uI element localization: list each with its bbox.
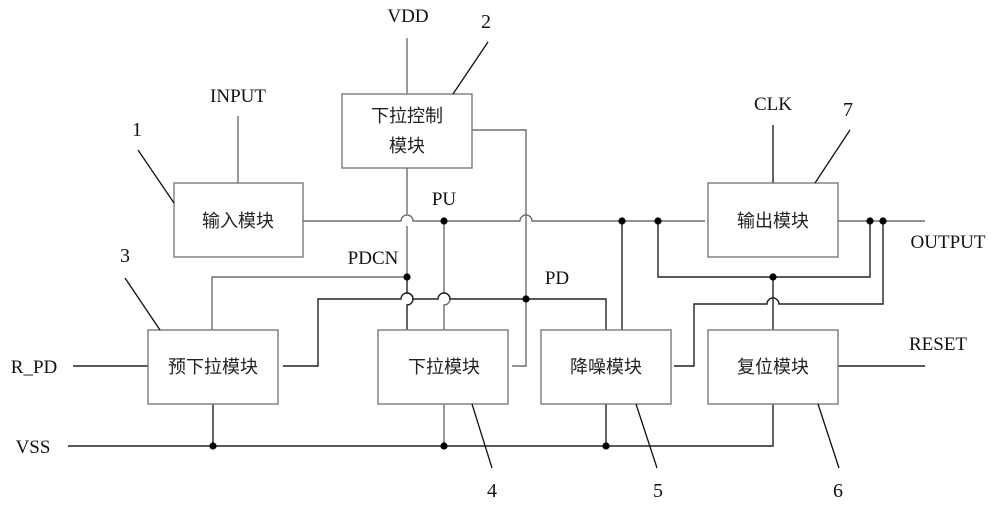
ref-number-7: 7 bbox=[843, 99, 853, 121]
junction-dot bbox=[209, 442, 216, 449]
vss-label: VSS bbox=[16, 437, 51, 458]
ref-number-2: 2 bbox=[481, 11, 491, 33]
vss-wire bbox=[68, 404, 773, 446]
vdd-label: VDD bbox=[387, 6, 428, 27]
pre-pull-down-module-label: 预下拉模块 bbox=[168, 357, 258, 378]
junction-dot bbox=[618, 217, 625, 224]
pull-down-module-label: 下拉模块 bbox=[408, 357, 480, 378]
reset-label: RESET bbox=[909, 334, 967, 355]
leader-line-2 bbox=[453, 42, 488, 94]
pdcn-to-pull-down-wire bbox=[407, 276, 413, 330]
ref-number-4: 4 bbox=[487, 480, 497, 502]
output-label: OUTPUT bbox=[911, 232, 986, 253]
junction-dot bbox=[654, 217, 661, 224]
junction-dot bbox=[440, 442, 447, 449]
pdcn-label: PDCN bbox=[348, 248, 399, 269]
pu-to-pull-down-wire bbox=[444, 221, 450, 330]
leader-line-4 bbox=[472, 404, 492, 468]
r-pd-label: R_PD bbox=[11, 357, 57, 378]
input-label: INPUT bbox=[210, 86, 266, 107]
pu-label: PU bbox=[432, 189, 457, 210]
ref-number-3: 3 bbox=[120, 245, 130, 267]
reset-module-label: 复位模块 bbox=[737, 357, 809, 378]
junction-dot bbox=[769, 273, 776, 280]
noise-reduction-module-label: 降噪模块 bbox=[570, 357, 642, 378]
leader-line-1 bbox=[138, 150, 174, 203]
pdcn-wire bbox=[212, 277, 407, 330]
junction-dot bbox=[403, 273, 410, 280]
junction-dot bbox=[602, 442, 609, 449]
leader-line-3 bbox=[125, 278, 160, 330]
junction-dot bbox=[866, 217, 873, 224]
clk-label: CLK bbox=[754, 94, 792, 115]
output-module: 输出模块 bbox=[708, 183, 838, 257]
pull-down-control-label-line2: 模块 bbox=[389, 136, 425, 157]
input-module-label: 输入模块 bbox=[202, 211, 274, 232]
pull-down-module: 下拉模块 bbox=[378, 330, 508, 404]
leader-line-5 bbox=[636, 404, 657, 468]
ref-number-6: 6 bbox=[833, 480, 843, 502]
pre-pull-down-module: 预下拉模块 bbox=[148, 330, 278, 404]
pd-label: PD bbox=[545, 268, 569, 289]
ref-number-1: 1 bbox=[132, 119, 142, 141]
junction-dot bbox=[879, 217, 886, 224]
leader-line-7 bbox=[815, 130, 850, 183]
input-module: 输入模块 bbox=[174, 183, 303, 257]
reset-module: 复位模块 bbox=[708, 330, 838, 404]
junction-dot bbox=[522, 295, 529, 302]
leader-line-6 bbox=[818, 404, 839, 468]
junction-dot bbox=[440, 217, 447, 224]
pu-wire bbox=[300, 215, 705, 221]
noise-reduction-module: 降噪模块 bbox=[541, 330, 671, 404]
pull-down-control-label-line1: 下拉控制 bbox=[371, 106, 443, 127]
ref-number-5: 5 bbox=[653, 480, 663, 502]
pull-down-control-module: 下拉控制 模块 bbox=[342, 94, 472, 168]
output-module-label: 输出模块 bbox=[737, 211, 809, 232]
